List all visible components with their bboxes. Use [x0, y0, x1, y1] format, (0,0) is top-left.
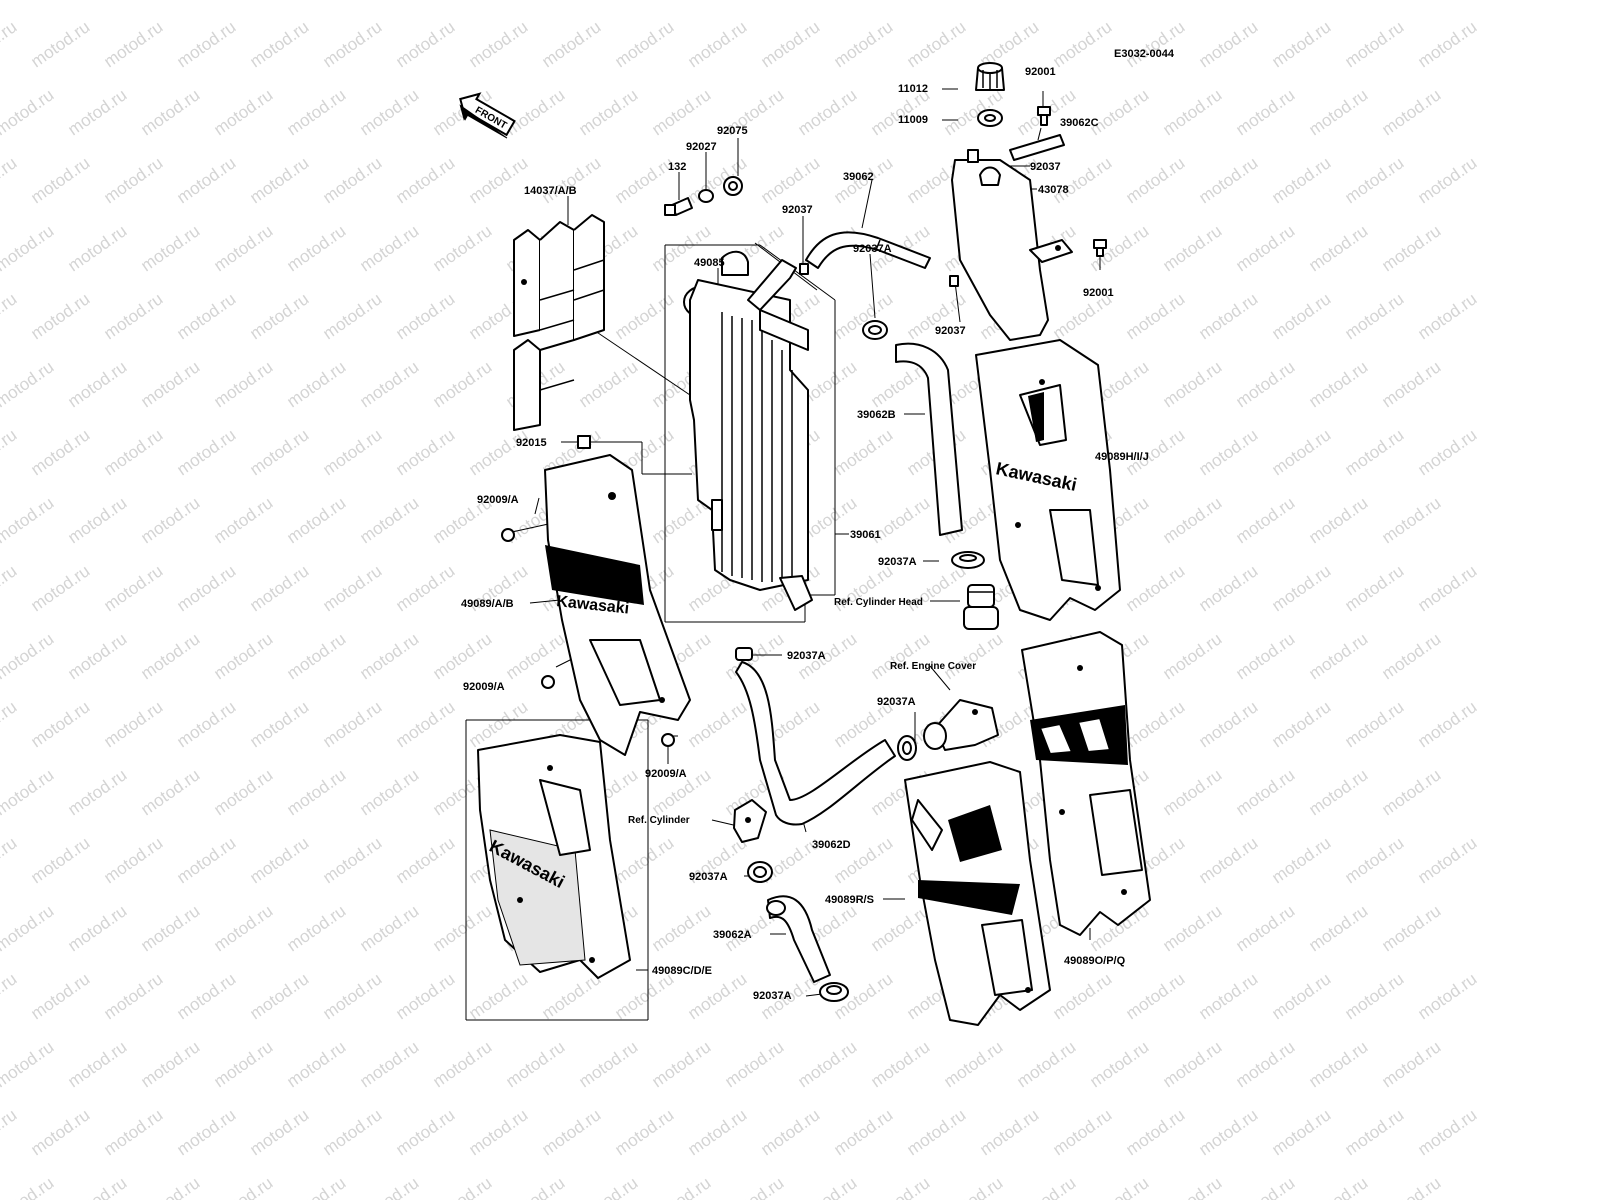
label-92001-top: 92001 [1025, 66, 1056, 78]
label-92037-below-tank: 92037 [935, 325, 966, 337]
cylinder-head-fitting-icon [963, 584, 999, 630]
label-49089CDE: 49089C/D/E [652, 965, 712, 977]
label-132: 132 [668, 161, 686, 173]
label-92009A-3: 92009/A [645, 768, 687, 780]
front-arrow-icon: FRONT [459, 92, 516, 139]
label-39062B: 39062B [857, 409, 896, 421]
washer-92027-icon [698, 189, 714, 203]
label-39062A: 39062A [713, 929, 752, 941]
clamp-92037a-low-icon [735, 647, 753, 661]
label-49085: 49085 [694, 257, 725, 269]
part-labels: 11012 92001 11009 39062C 92037 43078 920… [461, 66, 1149, 1002]
diagram-code: E3032-0044 [1114, 48, 1175, 60]
shroud-49089ab-part: Kawasaki [544, 454, 691, 756]
label-39062C: 39062C [1060, 117, 1099, 129]
radiator-part [689, 250, 813, 611]
label-39061: 39061 [850, 529, 881, 541]
label-49089HIJ: 49089H/I/J [1095, 451, 1149, 463]
screw-92009a-1-icon [501, 528, 515, 542]
reservoir-cap-part [975, 62, 1005, 91]
clamp-92037a-mid-icon [951, 551, 985, 569]
label-ref-cylinder-head: Ref. Cylinder Head [834, 597, 923, 608]
nut-92015-icon [577, 435, 591, 449]
label-39062D: 39062D [812, 839, 851, 851]
hose-39062b-part [895, 342, 963, 536]
label-92037A-bot1: 92037A [689, 871, 728, 883]
shroud-rs-brand-text: KIPS [930, 888, 956, 900]
gasket-11009-icon [977, 109, 1003, 127]
shroud-49089cde-part: Kawasaki [477, 734, 631, 979]
screw-92009a-3-icon [661, 733, 675, 747]
label-11012: 11012 [898, 83, 928, 95]
shroud-49089rs-part: KIPS [904, 761, 1051, 1026]
label-92001-side: 92001 [1083, 287, 1114, 299]
label-92037A-low: 92037A [787, 650, 826, 662]
grommet-92075-icon [723, 176, 743, 196]
label-49089RS: 49089R/S [825, 894, 874, 906]
label-92009A-2: 92009/A [463, 681, 505, 693]
hose-39062d-part [735, 661, 896, 826]
screw-92009a-2-icon [541, 675, 555, 689]
label-ref-engine-cover: Ref. Engine Cover [890, 661, 976, 672]
hose-39062a-part [766, 895, 831, 983]
bolt-92001-side-icon [1093, 239, 1107, 257]
label-14037AB: 14037/A/B [524, 185, 577, 197]
label-49089AB: 49089/A/B [461, 598, 514, 610]
engine-cover-fitting-icon [923, 699, 999, 751]
label-92037-left: 92037 [782, 204, 813, 216]
clip-92037-left-icon [799, 263, 809, 275]
label-92027: 92027 [686, 141, 717, 153]
label-92037-tank: 92037 [1030, 161, 1061, 173]
label-49089OPQ: 49089O/P/Q [1064, 955, 1126, 967]
label-92037A-bot2: 92037A [753, 990, 792, 1002]
clamp-92037a-bot1-icon [747, 861, 773, 883]
bolt-132-icon [664, 197, 693, 216]
label-92009A-1: 92009/A [477, 494, 519, 506]
cylinder-fitting-icon [733, 799, 767, 843]
label-ref-cylinder: Ref. Cylinder [628, 815, 690, 826]
clamp-92037a-cover-icon [897, 735, 917, 761]
hose-39062-part [805, 231, 931, 269]
label-92037A-cover: 92037A [877, 696, 916, 708]
label-11009: 11009 [898, 114, 928, 126]
shroud-49089hij-part: Kawasaki [975, 339, 1121, 621]
shroud-49089opq-part [1021, 631, 1151, 936]
label-92015: 92015 [516, 437, 547, 449]
radiator-guard-part [513, 214, 605, 431]
clip-92037-center-icon [949, 275, 959, 287]
label-39062: 39062 [843, 171, 874, 183]
label-92037A-mid: 92037A [878, 556, 917, 568]
label-92037A-upper: 92037A [853, 243, 892, 255]
label-92075: 92075 [717, 125, 748, 137]
label-43078: 43078 [1038, 184, 1069, 196]
clamp-92037a-bot2-icon [819, 982, 849, 1002]
reservoir-tank-part [951, 134, 1073, 341]
bolt-92001-top-icon [1037, 106, 1051, 126]
clamp-92037a-upper-icon [862, 320, 888, 340]
